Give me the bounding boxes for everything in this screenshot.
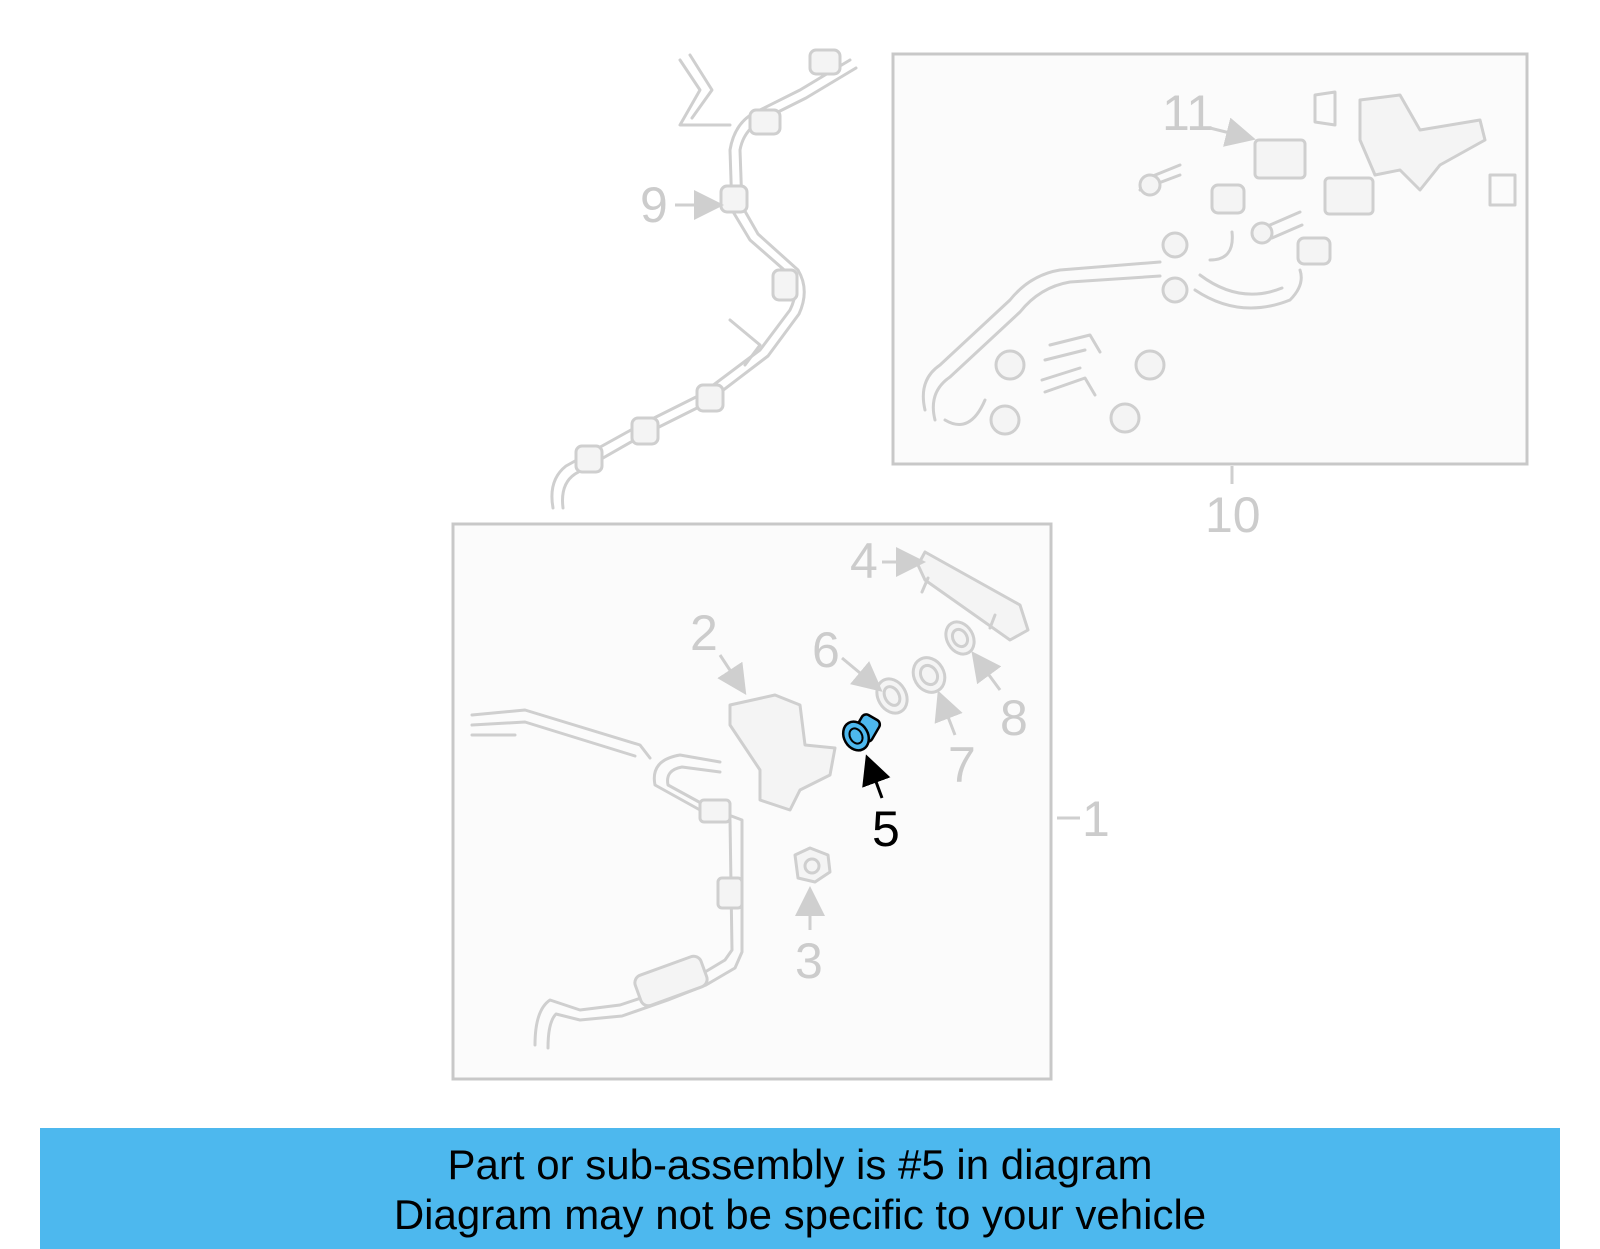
callout-8: 8	[1000, 690, 1028, 746]
callout-11: 11	[1162, 85, 1214, 141]
callout-1: 1	[1082, 791, 1110, 847]
callout-6: 6	[812, 622, 840, 678]
highlighted-part-5[interactable]	[838, 713, 882, 755]
callout-10: 10	[1205, 487, 1261, 543]
banner-line-2: Diagram may not be specific to your vehi…	[393, 1191, 1207, 1238]
callout-3: 3	[795, 933, 823, 989]
info-banner: Part or sub-assembly is #5 in diagram Di…	[40, 1128, 1560, 1249]
hose-assembly-part-9[interactable]	[550, 48, 858, 510]
banner-line-1: Part or sub-assembly is #5 in diagram	[447, 1141, 1153, 1188]
callout-9: 9	[640, 177, 668, 233]
callout-4: 4	[850, 533, 878, 589]
callout-7: 7	[948, 737, 976, 793]
sub-assembly-box-10[interactable]	[891, 52, 1529, 466]
callout-2: 2	[690, 605, 718, 661]
sub-assembly-box-1[interactable]	[451, 522, 1053, 1081]
callout-5: 5	[872, 801, 900, 857]
